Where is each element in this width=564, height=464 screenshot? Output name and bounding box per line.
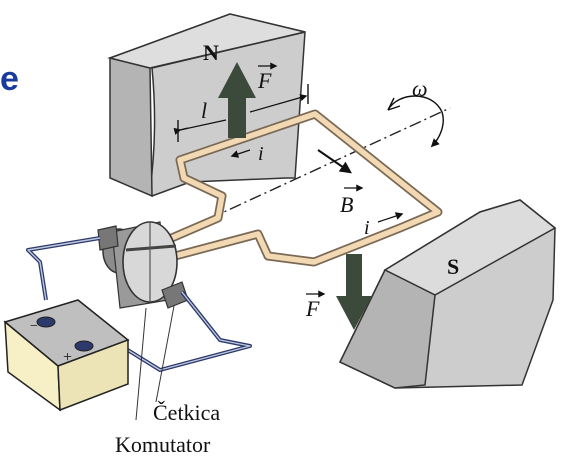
- current-label-bottom: i: [364, 217, 370, 239]
- force-arrow-icon: [218, 62, 256, 138]
- south-pole-label: S: [447, 254, 459, 279]
- field-arrow-icon: B: [317, 149, 364, 217]
- svg-text:F: F: [257, 68, 272, 93]
- north-magnet: N: [107, 13, 306, 198]
- battery-negative-label: −: [30, 319, 38, 334]
- brush-label: Četkica: [153, 400, 220, 425]
- rotation-arrow-icon: ω: [387, 76, 444, 148]
- coil-loop: [165, 109, 443, 267]
- battery-positive-label: +: [63, 349, 72, 366]
- current-arrow-icon: i: [364, 212, 404, 239]
- omega-label: ω: [412, 76, 428, 101]
- force-arrow-icon: [336, 254, 372, 330]
- heading-fragment: e: [0, 60, 19, 98]
- length-label: l: [201, 98, 207, 123]
- north-pole-label: N: [203, 40, 219, 65]
- brush-leader: [155, 305, 175, 403]
- battery: − +: [3, 299, 130, 412]
- force-label-top: F: [257, 62, 278, 93]
- svg-text:F: F: [305, 296, 320, 321]
- commutator-leader: [135, 307, 147, 421]
- south-magnet: S: [338, 199, 557, 389]
- current-arrow-icon: i: [230, 143, 264, 165]
- force-label-bottom: F: [305, 290, 326, 321]
- current-label-top: i: [258, 143, 264, 165]
- field-label: B: [340, 192, 353, 217]
- commutator-label: Komutator: [115, 432, 211, 457]
- length-dimension: l: [173, 84, 309, 142]
